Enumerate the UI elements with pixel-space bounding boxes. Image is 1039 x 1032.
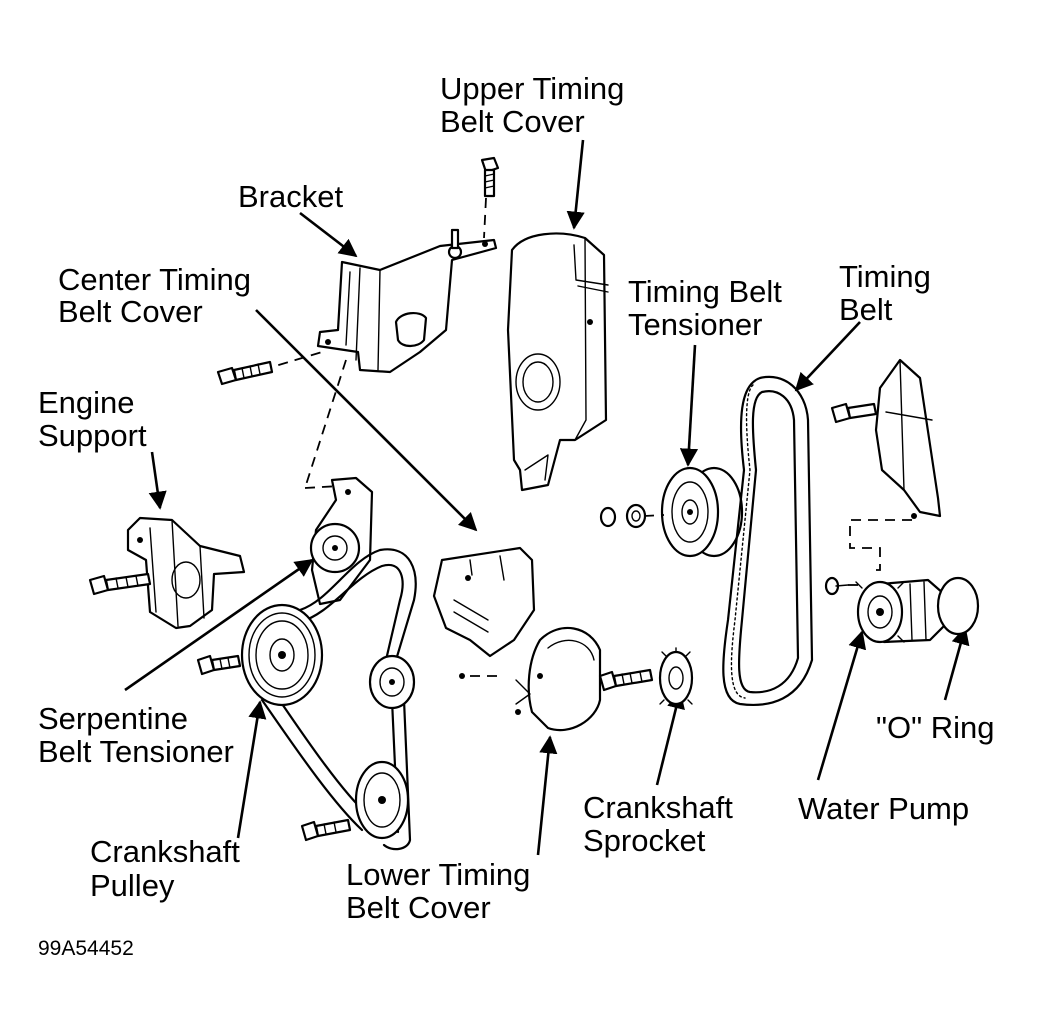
leader-timing-belt [794, 321, 861, 392]
leader-o-ring [943, 626, 970, 701]
label-center-cover-line1: Center Timing [58, 262, 251, 297]
leader-water-pump [816, 630, 867, 781]
upper-cover-bolt-icon [480, 156, 500, 198]
callout-labels: Upper Timing Belt Cover Bracket Center T… [38, 71, 995, 960]
bracket [316, 228, 498, 374]
label-crank-pulley-line1: Crankshaft [90, 834, 240, 869]
label-engine-support-line2: Support [38, 418, 147, 453]
crank-pulley-bolt-icon [196, 654, 242, 676]
label-o-ring: "O" Ring [876, 710, 995, 745]
bracket-bolt-icon [216, 360, 274, 386]
upper-timing-belt-cover [506, 232, 609, 492]
leader-upper-cover [566, 139, 585, 230]
label-timing-belt-line1: Timing [839, 259, 931, 294]
leader-bracket [299, 211, 358, 258]
water-pump [855, 578, 946, 644]
water-pump-bolt-icon [824, 576, 849, 596]
label-tensioner-line1: Timing Belt [628, 274, 782, 309]
label-serpentine-line2: Belt Tensioner [38, 734, 234, 769]
idler-pulley [368, 654, 416, 710]
leader-serpentine-tensioner [124, 558, 314, 692]
o-ring [936, 576, 980, 636]
leader-lines [124, 139, 970, 856]
timing-belt [722, 375, 814, 706]
label-upper-cover-line1: Upper Timing [440, 71, 624, 106]
figure-code: 99A54452 [38, 937, 134, 960]
label-bracket: Bracket [238, 179, 343, 214]
label-serpentine-line1: Serpentine [38, 701, 188, 736]
label-tensioner-line2: Tensioner [628, 307, 762, 342]
center-timing-belt-cover [432, 546, 536, 658]
leader-lower-cover [536, 735, 558, 856]
label-crank-pulley-line2: Pulley [90, 868, 175, 903]
plate-bolt-icon [830, 402, 878, 424]
label-crank-sprocket-line2: Sprocket [583, 823, 706, 858]
label-lower-cover-line2: Belt Cover [346, 890, 491, 925]
crankshaft-sprocket-bolt-icon [598, 668, 654, 692]
label-upper-cover-line2: Belt Cover [440, 104, 585, 139]
timing-belt-tensioner [660, 466, 744, 558]
crankshaft-sprocket [658, 647, 694, 709]
leader-crank-pulley [236, 700, 267, 839]
water-pump-housing-plate [874, 358, 942, 519]
label-center-cover-line2: Belt Cover [58, 294, 203, 329]
lower-pulley [354, 760, 410, 840]
leader-engine-support [148, 451, 167, 510]
assembly-guide-lines [261, 197, 912, 677]
label-crank-sprocket-line1: Crankshaft [583, 790, 733, 825]
label-water-pump: Water Pump [798, 791, 969, 826]
lower-pulley-bolt-icon [300, 818, 352, 842]
tensioner-nut-icon [599, 503, 665, 529]
crankshaft-pulley [240, 603, 324, 707]
label-timing-belt-line2: Belt [839, 292, 893, 327]
serpentine-belt-tensioner [309, 476, 374, 606]
lower-timing-belt-cover [515, 626, 602, 732]
engine-support [126, 516, 246, 630]
leader-tensioner [679, 344, 699, 467]
engine-support-bolt-icon [88, 572, 152, 596]
leader-center-cover [255, 309, 478, 532]
label-lower-cover-line1: Lower Timing [346, 857, 530, 892]
serpentine-belt [260, 548, 417, 851]
label-engine-support-line1: Engine [38, 385, 135, 420]
